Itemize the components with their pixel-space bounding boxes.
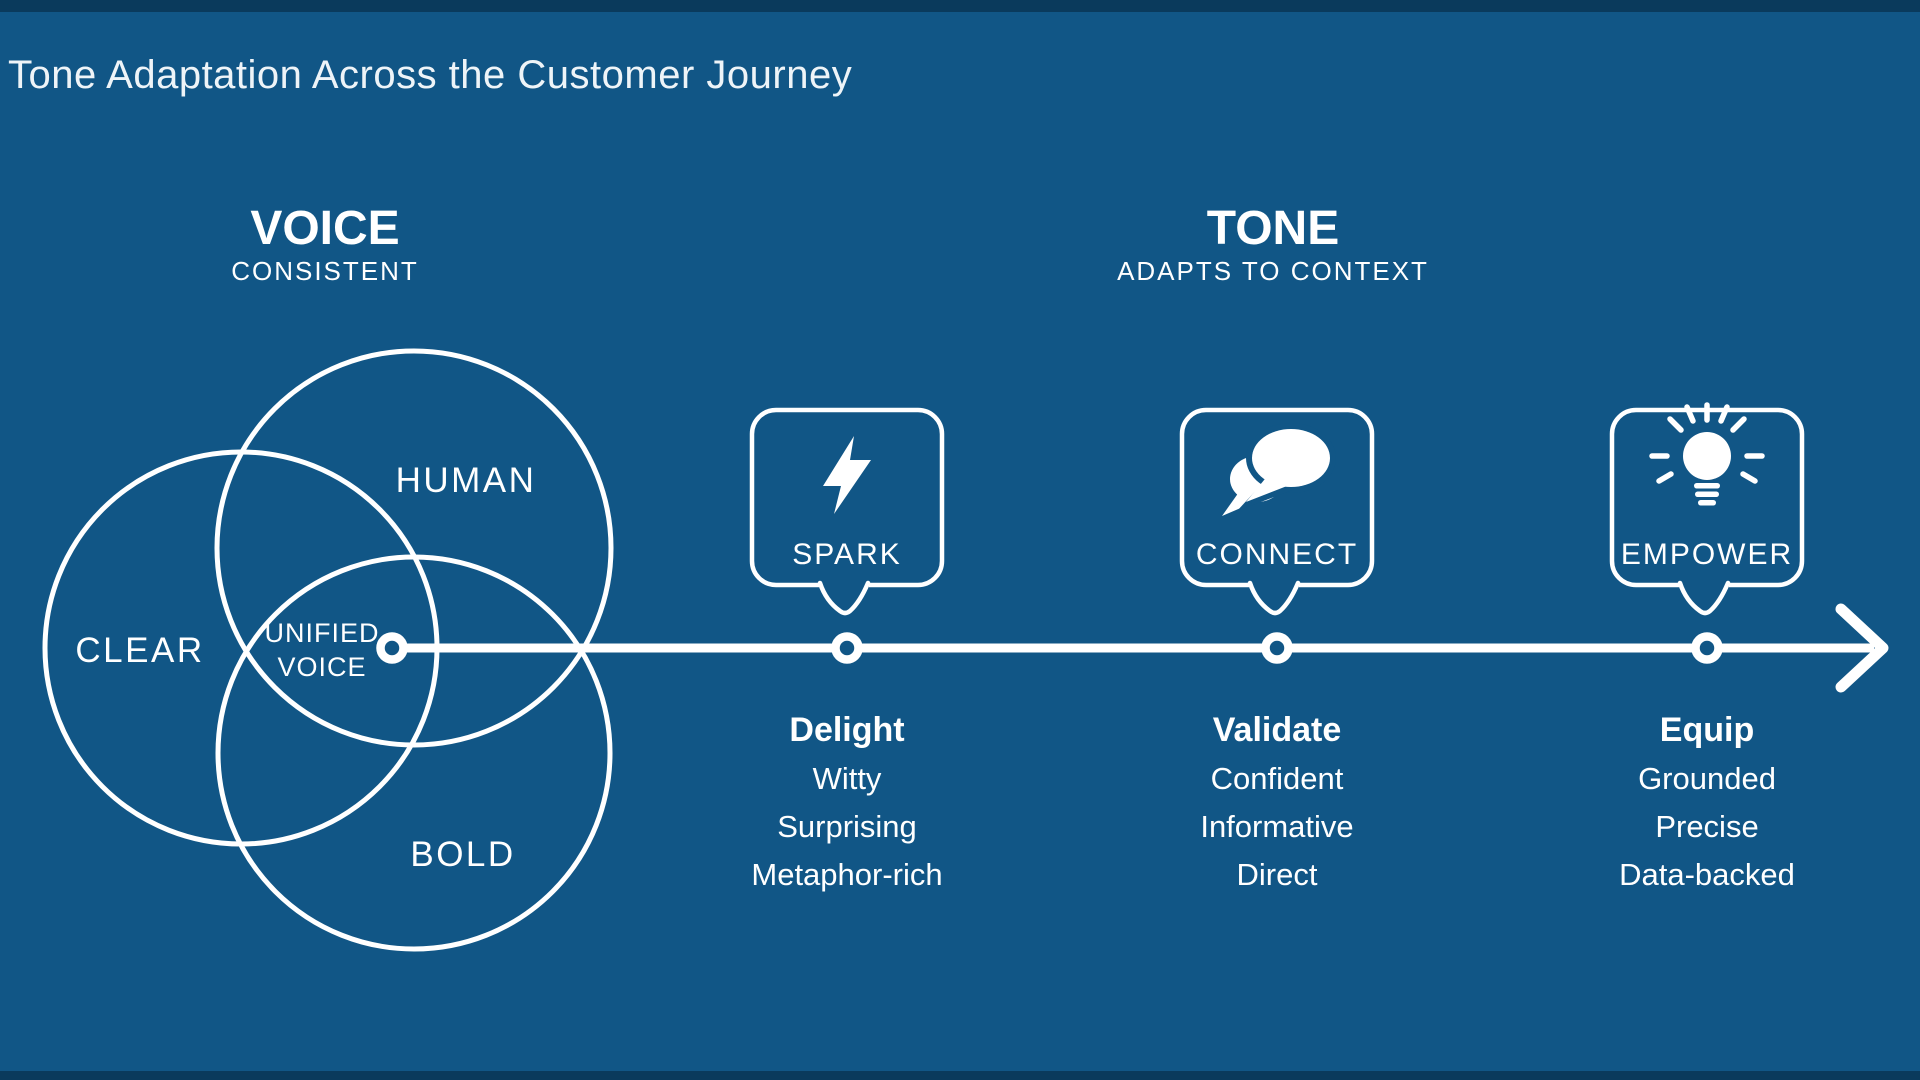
milestone-title: Validate xyxy=(1213,711,1342,749)
venn-circle-human xyxy=(214,348,614,748)
trait: Confident xyxy=(1211,761,1344,796)
trait: Direct xyxy=(1237,857,1318,892)
stage-label-spark: SPARK xyxy=(792,538,901,571)
trait: Grounded xyxy=(1638,761,1776,796)
venn-label-human: HUMAN xyxy=(396,461,537,500)
trait: Precise xyxy=(1655,809,1758,844)
timeline-node-empower xyxy=(1691,632,1723,664)
arrow-right-icon xyxy=(1835,603,1889,693)
stage-label-connect: CONNECT xyxy=(1196,538,1358,571)
lightbulb-icon xyxy=(1649,402,1765,506)
voice-section-header: VOICE CONSISTENT xyxy=(231,202,419,286)
timeline-node-unified-voice xyxy=(376,632,408,664)
venn-circle-bold xyxy=(215,554,613,952)
trait: Metaphor-rich xyxy=(751,857,942,892)
milestone-empower: EMPOWER Equip Grounded Precise Data-back… xyxy=(1609,402,1805,892)
chat-bubbles-icon xyxy=(1222,423,1336,516)
trait: Informative xyxy=(1200,809,1353,844)
stage-label-empower: EMPOWER xyxy=(1621,538,1793,571)
voice-venn-diagram: CLEAR HUMAN BOLD UNIFIED VOICE xyxy=(42,348,614,952)
empower-bubble-tail xyxy=(1677,580,1731,616)
bottom-edge-band xyxy=(0,1071,1920,1080)
tone-section-header: TONE ADAPTS TO CONTEXT xyxy=(1117,202,1429,286)
lightning-bolt-icon xyxy=(823,436,871,514)
page-title: Tone Adaptation Across the Customer Jour… xyxy=(8,53,852,97)
venn-label-clear: CLEAR xyxy=(75,631,204,670)
voice-subheading: CONSISTENT xyxy=(231,256,419,286)
trait: Surprising xyxy=(777,809,917,844)
spark-bubble-tail xyxy=(817,580,871,616)
unified-voice-label-line1: UNIFIED xyxy=(265,618,380,648)
milestone-spark: SPARK Delight Witty Surprising Metaphor-… xyxy=(749,407,945,892)
unified-voice-label-line2: VOICE xyxy=(277,652,366,682)
connect-bubble-tail xyxy=(1247,580,1301,616)
milestone-connect: CONNECT Validate Confident Informative D… xyxy=(1179,407,1375,892)
timeline-node-spark xyxy=(831,632,863,664)
milestone-title: Equip xyxy=(1660,711,1754,749)
trait: Witty xyxy=(813,761,882,796)
tone-subheading: ADAPTS TO CONTEXT xyxy=(1117,256,1429,286)
timeline-node-connect xyxy=(1261,632,1293,664)
trait: Data-backed xyxy=(1619,857,1795,892)
top-edge-band xyxy=(0,0,1920,12)
voice-heading: VOICE xyxy=(250,202,399,255)
tone-heading: TONE xyxy=(1207,202,1339,255)
venn-label-bold: BOLD xyxy=(410,835,515,874)
milestone-title: Delight xyxy=(789,711,904,749)
